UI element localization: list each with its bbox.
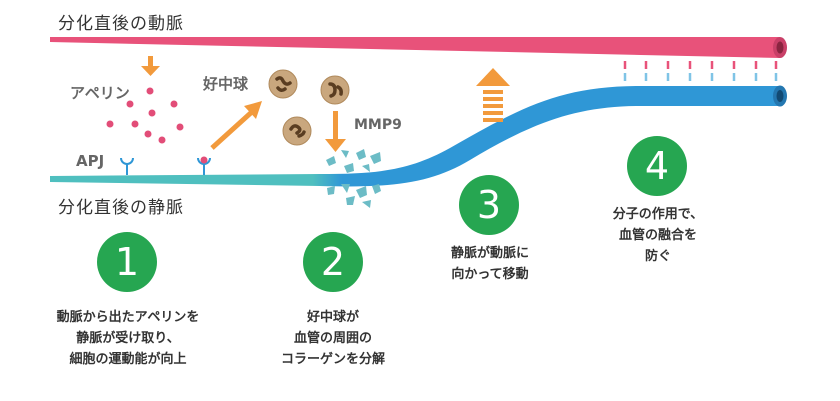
step-2-description: 好中球が 血管の周囲の コラーゲンを分解: [270, 307, 396, 370]
molecular-barrier: [623, 61, 778, 81]
mmp9-label: MMP9: [354, 117, 402, 133]
step-3-badge: 3: [459, 175, 519, 235]
migration-arrow: [476, 68, 510, 122]
recruitment-arrow: [210, 101, 262, 150]
apelin-molecules: [106, 87, 184, 144]
step-1-line-3: 細胞の運動能が向上: [69, 352, 187, 367]
step-3-line-1: 静脈が動脈に: [450, 246, 529, 261]
step-2-badge: 2: [303, 232, 363, 292]
step-4-line-3: 防ぐ: [644, 249, 671, 264]
step-4-line-1: 分子の作用で、: [612, 207, 704, 222]
vein-vessel: [50, 86, 780, 187]
apelin-label: アペリン: [70, 84, 130, 102]
apelin-secretion-arrow: [141, 56, 160, 76]
step-1-line-1: 動脈から出たアペリンを: [56, 310, 200, 325]
step-2-line-1: 好中球が: [306, 310, 359, 325]
apj-receptor: [120, 157, 134, 175]
artery-vessel: [50, 37, 780, 58]
collagen-fragments: [326, 149, 381, 208]
step-3-description: 静脈が動脈に 向かって移動: [435, 243, 545, 285]
step-1-description: 動脈から出たアペリンを 静脈が受け取り、 細胞の運動能が向上: [30, 307, 226, 370]
step-1-badge: 1: [97, 232, 157, 292]
neutrophil-label: 好中球: [203, 75, 249, 93]
apj-receptor-bound: [197, 156, 211, 175]
step-4-description: 分子の作用で、 血管の融合を 防ぐ: [602, 204, 714, 267]
artery-lumen: [776, 41, 784, 54]
vein-lumen: [776, 90, 784, 102]
step-2-line-3: コラーゲンを分解: [280, 352, 385, 367]
step-2-line-2: 血管の周囲の: [293, 331, 372, 346]
artery-label: 分化直後の動脈: [58, 14, 184, 34]
mmp9-arrow: [325, 111, 346, 152]
step-3-line-2: 向かって移動: [451, 267, 529, 282]
vein-label: 分化直後の静脈: [58, 198, 184, 218]
step-4-line-2: 血管の融合を: [618, 228, 697, 243]
apj-label: APJ: [76, 152, 105, 170]
step-1-line-2: 静脈が受け取り、: [76, 331, 180, 346]
step-4-badge: 4: [627, 136, 687, 196]
neutrophil-cells: [268, 69, 350, 146]
